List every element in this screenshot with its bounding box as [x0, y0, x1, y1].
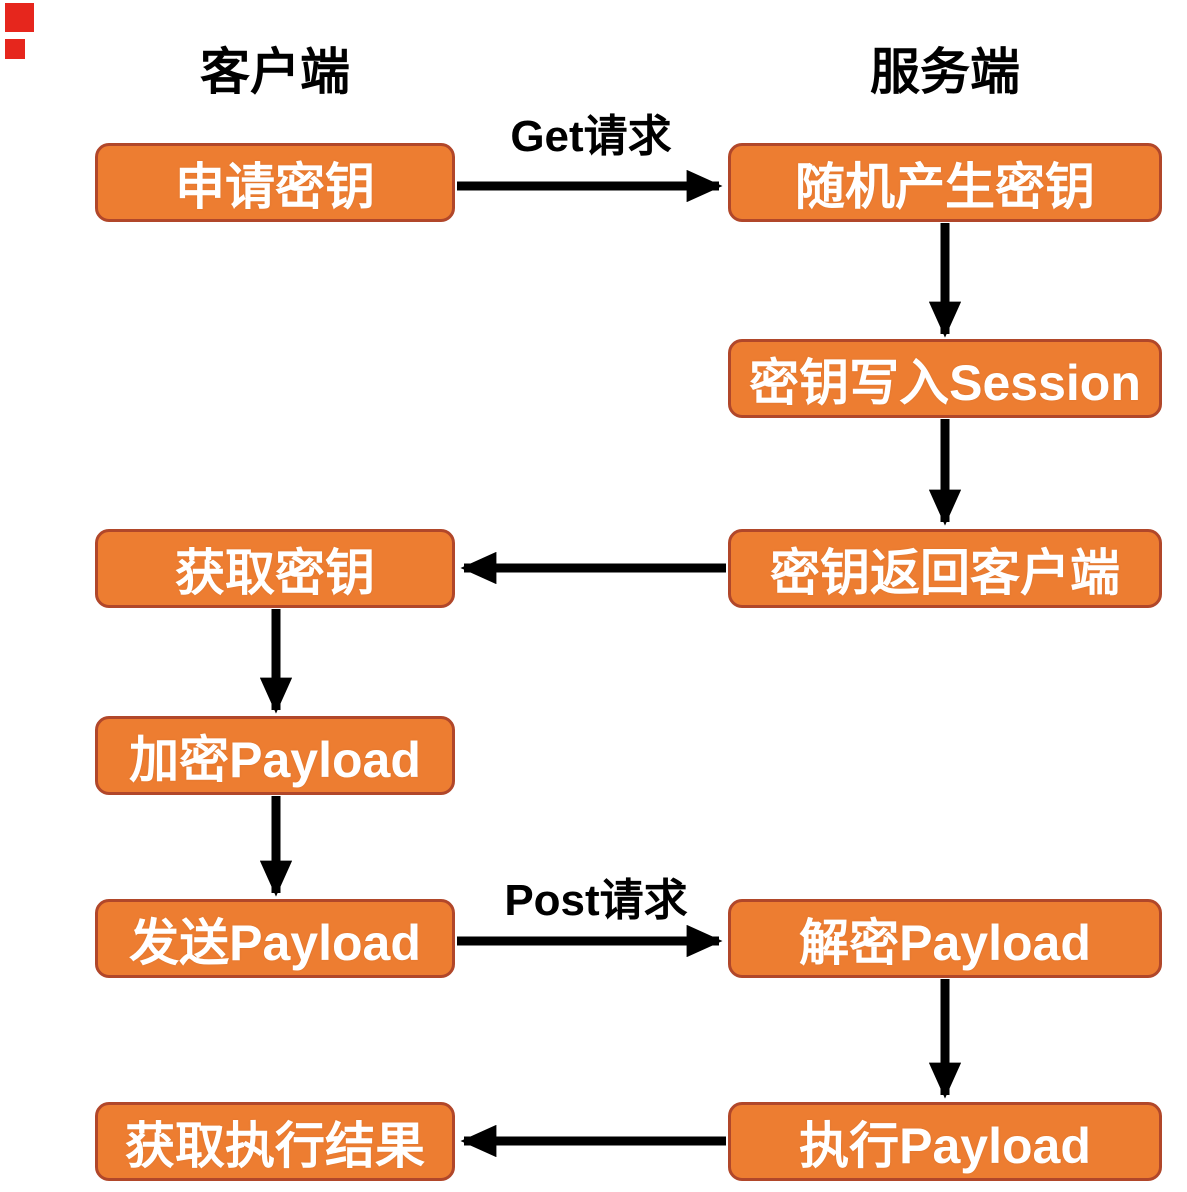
node-apply-key: 申请密钥 [95, 143, 455, 222]
node-random-generate-key: 随机产生密钥 [728, 143, 1162, 222]
node-encrypt-payload: 加密Payload [95, 716, 455, 795]
node-exec-payload: 执行Payload [728, 1102, 1162, 1181]
red-corner-mark-small [5, 39, 25, 59]
node-key-return-client: 密钥返回客户端 [728, 529, 1162, 608]
client-column-title: 客户端 [200, 44, 350, 100]
node-send-payload: 发送Payload [95, 899, 455, 978]
get-request-label: Get请求 [510, 112, 672, 161]
red-corner-mark-large [5, 3, 34, 32]
node-fetch-exec-result: 获取执行结果 [95, 1102, 455, 1181]
node-fetch-key: 获取密钥 [95, 529, 455, 608]
node-decrypt-payload: 解密Payload [728, 899, 1162, 978]
node-key-write-session: 密钥写入Session [728, 339, 1162, 418]
server-column-title: 服务端 [870, 44, 1020, 100]
post-request-label: Post请求 [504, 876, 688, 925]
